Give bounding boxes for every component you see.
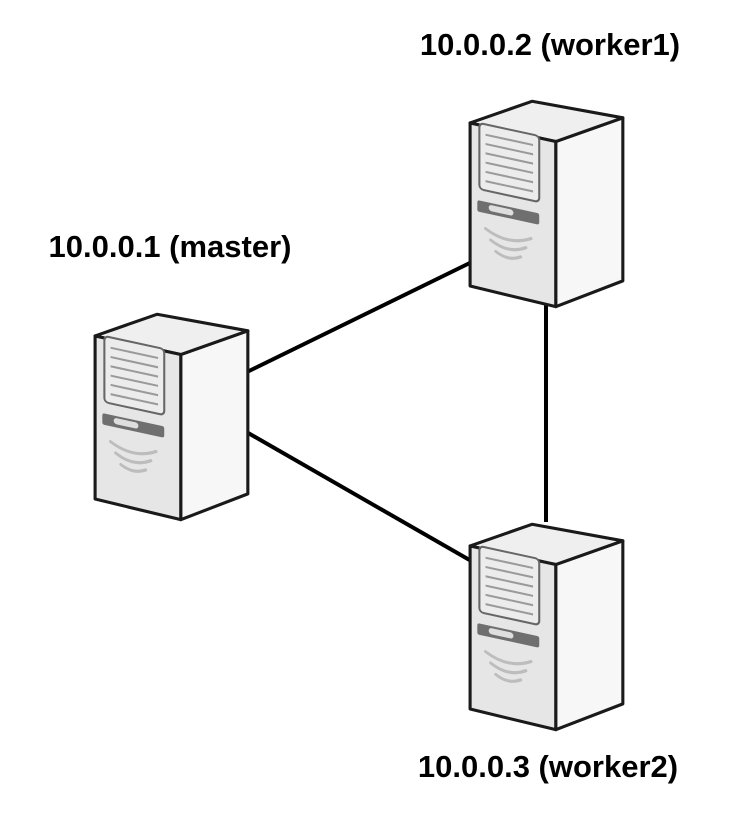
node-label-master: 10.0.0.1 (master) <box>48 229 292 264</box>
edge-master-worker2 <box>242 428 481 568</box>
server-node-master <box>80 305 265 530</box>
server-tower-icon <box>455 515 640 740</box>
node-label-worker2: 10.0.0.3 (worker2) <box>417 749 679 784</box>
server-tower-icon <box>80 305 265 530</box>
node-label-worker1: 10.0.0.2 (worker1) <box>419 27 681 62</box>
server-node-worker1 <box>455 92 640 317</box>
server-tower-icon <box>455 92 640 317</box>
edge-master-worker1 <box>246 256 481 374</box>
server-node-worker2 <box>455 515 640 740</box>
